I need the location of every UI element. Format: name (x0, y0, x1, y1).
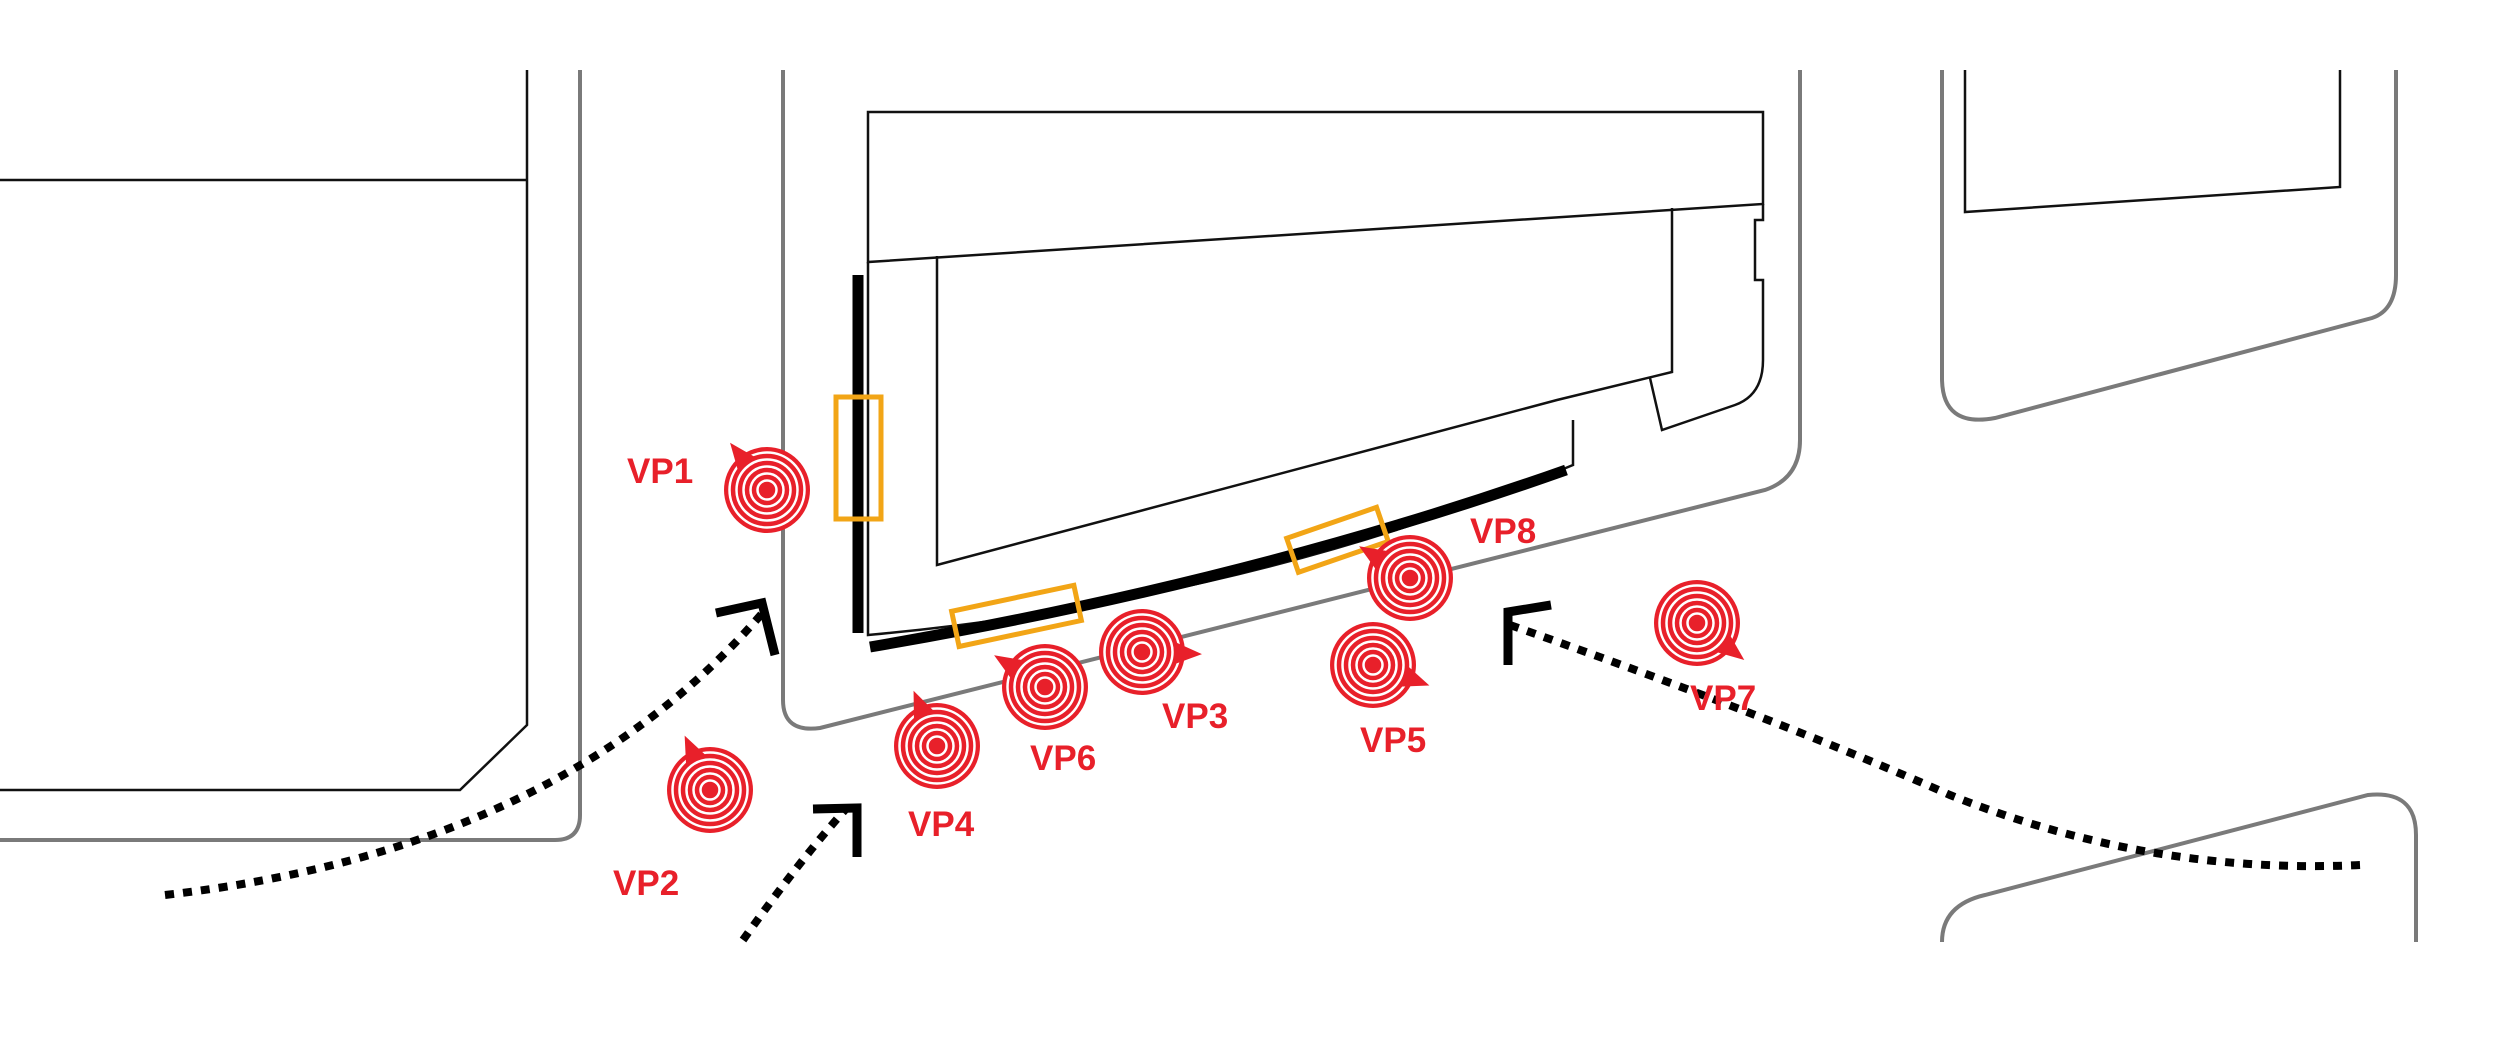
left-building-outline (0, 70, 529, 792)
right-blocks (1940, 70, 2418, 943)
viewpoint-direction-pointer (1400, 665, 1430, 687)
viewpoint-target-icon (994, 644, 1088, 730)
viewpoint-label: VP4 (908, 805, 975, 844)
left-block-outline (0, 70, 582, 842)
signage-box-west (833, 394, 884, 522)
approach-arrow-icon (1503, 600, 1552, 665)
viewpoint-vp2[interactable]: VP2 (613, 735, 753, 903)
right-lower-block-outline (1940, 792, 2418, 943)
approach-path-west (164, 607, 769, 899)
approach-arrow-icon (812, 803, 862, 857)
viewpoint-target-icon (1099, 609, 1202, 695)
approach-path-east (1508, 621, 2361, 871)
viewpoint-label: VP8 (1470, 512, 1536, 551)
viewpoint-target-icon (1654, 580, 1745, 666)
signage-box-south-1 (948, 582, 1085, 650)
right-upper-building-outline (1963, 70, 2342, 214)
viewpoint-target-icon (1330, 622, 1430, 708)
viewpoint-direction-pointer (994, 655, 1023, 679)
viewpoint-label: VP1 (627, 452, 693, 491)
viewpoint-direction-pointer (1716, 634, 1745, 660)
approach-path-south (739, 807, 848, 943)
signage-box-south-2 (1283, 504, 1392, 576)
viewpoint-direction-pointer (684, 735, 707, 765)
viewpoint-target-icon (894, 690, 980, 789)
viewpoint-label: VP7 (1690, 679, 1756, 718)
building-corner-outline (1648, 204, 1765, 432)
building-inner-outline (935, 208, 1674, 567)
central-block-outline (781, 70, 1802, 731)
right-upper-block-outline (1940, 70, 2398, 422)
viewpoint-vp8[interactable]: VP8 (1359, 512, 1536, 621)
left-block (0, 70, 582, 842)
viewpoint-target-icon (1359, 535, 1453, 621)
viewpoint-label: VP2 (613, 864, 679, 903)
viewpoint-label: VP6 (1030, 739, 1096, 778)
facade-south (869, 464, 1568, 653)
viewpoint-vp3[interactable]: VP3 (1099, 609, 1228, 736)
viewpoint-vp4[interactable]: VP4 (894, 690, 980, 844)
viewpoint-vp1[interactable]: VP1 (627, 442, 810, 533)
viewpoint-direction-pointer (913, 690, 935, 720)
approach-paths (164, 597, 2361, 943)
viewpoint-direction-pointer (1359, 546, 1388, 570)
viewpoint-label: VP3 (1162, 697, 1228, 736)
viewpoint-target-icon (724, 442, 810, 533)
central-block (781, 70, 1802, 731)
viewpoint-vp7[interactable]: VP7 (1654, 580, 1756, 718)
viewpoint-vp6[interactable]: VP6 (994, 644, 1096, 778)
viewpoint-target-icon (667, 735, 753, 833)
viewpoint-direction-pointer (1174, 642, 1202, 665)
viewpoint-label: VP5 (1360, 721, 1426, 760)
viewpoint-direction-pointer (730, 442, 756, 471)
viewpoint-vp5[interactable]: VP5 (1330, 622, 1430, 760)
approach-arrow-icon (715, 597, 780, 657)
building-rear-section (866, 110, 1765, 264)
